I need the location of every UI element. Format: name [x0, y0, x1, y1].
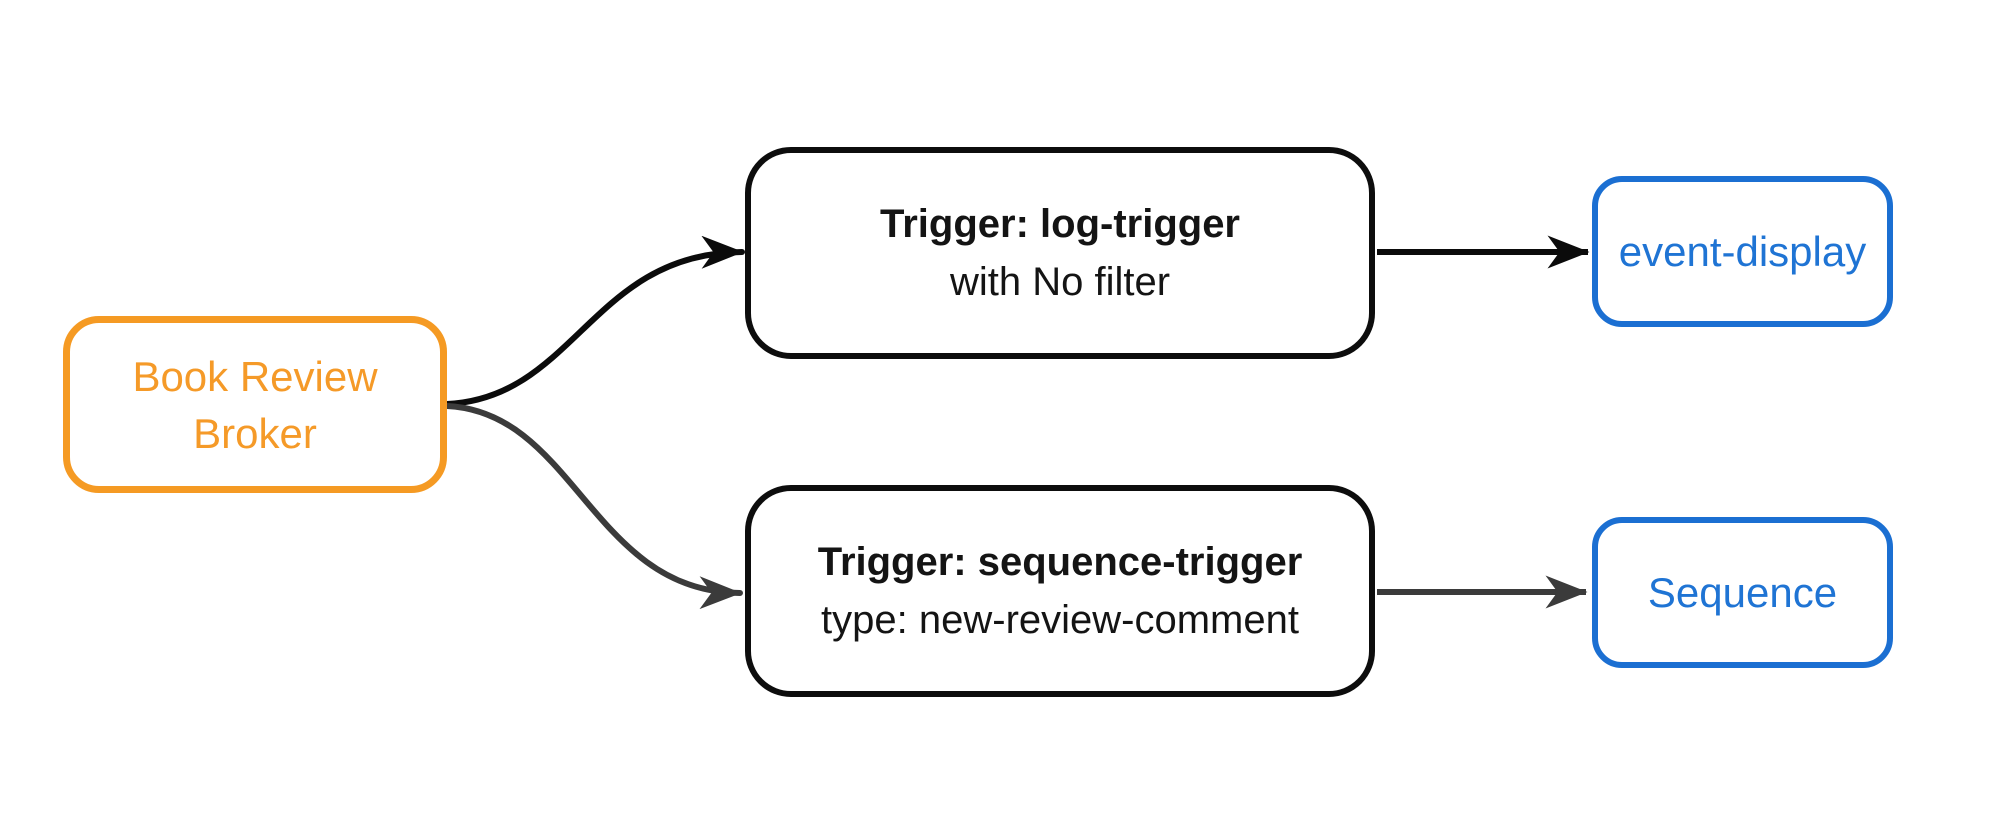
broker-label-line1: Book Review	[132, 352, 378, 400]
sequence-trigger-title: Trigger: sequence-trigger	[817, 540, 1303, 584]
node-sequence-trigger: Trigger: sequence-trigger type: new-revi…	[745, 485, 1375, 697]
log-trigger-title: Trigger: log-trigger	[880, 202, 1240, 246]
broker-label-line2: Broker	[193, 409, 317, 457]
node-log-trigger: Trigger: log-trigger with No filter	[745, 147, 1375, 359]
event-display-label: event-display	[1618, 227, 1867, 275]
sequence-label: Sequence	[1647, 568, 1838, 616]
node-sequence: Sequence	[1592, 517, 1893, 668]
sequence-trigger-subtitle: type: new-review-comment	[821, 598, 1299, 642]
log-trigger-subtitle: with No filter	[949, 260, 1171, 304]
edge-broker-to-sequence-trigger	[444, 403, 743, 610]
node-book-review-broker: Book Review Broker	[63, 316, 447, 493]
edge-broker-to-log-trigger	[444, 235, 745, 407]
node-event-display: event-display	[1592, 176, 1893, 327]
